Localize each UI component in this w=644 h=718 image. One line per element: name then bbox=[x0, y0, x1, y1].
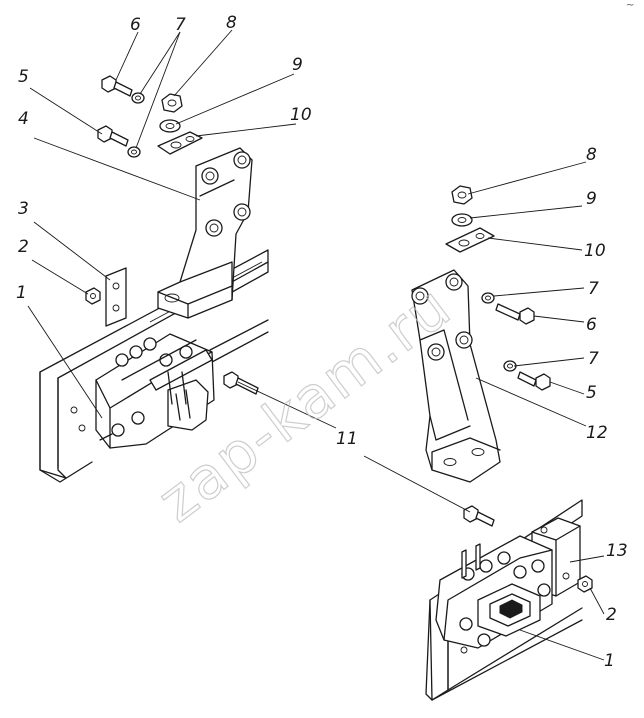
bolt-6-right bbox=[495, 303, 535, 325]
bolt-5-right bbox=[517, 371, 551, 391]
callout-10-left: 10 bbox=[290, 105, 312, 125]
nut-8-right bbox=[451, 185, 473, 205]
callout-9-right: 9 bbox=[586, 189, 597, 209]
nut-8-left bbox=[161, 93, 183, 113]
callout-6-left: 6 bbox=[130, 15, 141, 35]
callout-9-left: 9 bbox=[292, 55, 303, 75]
washer-7-left-bottom bbox=[127, 146, 141, 158]
callout-7-right-top: 7 bbox=[588, 279, 599, 299]
washer-7-right-top bbox=[481, 292, 495, 304]
leader-lines bbox=[27, 29, 605, 661]
unit-1-left bbox=[95, 333, 215, 449]
callout-6-right: 6 bbox=[586, 315, 597, 335]
washer-7-left-top bbox=[131, 92, 145, 104]
callout-4-left: 4 bbox=[18, 109, 29, 129]
callout-labels: 6 7 8 5 9 4 10 3 2 1 11 8 9 10 7 6 7 5 1… bbox=[16, 13, 628, 671]
callout-7-right-bottom: 7 bbox=[588, 349, 599, 369]
callout-2-right: 2 bbox=[606, 605, 617, 625]
callout-11: 11 bbox=[336, 429, 358, 449]
nut-2-right bbox=[577, 575, 593, 593]
nut-2-left bbox=[85, 287, 101, 305]
plate-10-left bbox=[157, 131, 203, 155]
washer-9-left bbox=[159, 119, 181, 133]
callout-3-left: 3 bbox=[18, 199, 29, 219]
bolt-11-right bbox=[463, 505, 495, 527]
corner-mark: ~ bbox=[626, 0, 634, 11]
callout-8-right: 8 bbox=[586, 145, 597, 165]
bracket-12 bbox=[411, 269, 501, 483]
callout-5-left: 5 bbox=[18, 67, 29, 87]
callout-12: 12 bbox=[586, 423, 608, 443]
left-assembly bbox=[39, 75, 269, 483]
right-upper-assembly bbox=[411, 185, 551, 483]
callout-8-left: 8 bbox=[226, 13, 237, 33]
callout-1-left: 1 bbox=[16, 283, 27, 303]
plate-3 bbox=[105, 267, 127, 327]
callout-10-right: 10 bbox=[584, 241, 606, 261]
callout-13: 13 bbox=[606, 541, 628, 561]
bolt-6-left bbox=[101, 75, 133, 97]
bolt-5-left bbox=[97, 125, 129, 147]
bracket-4 bbox=[157, 147, 253, 319]
right-lower-assembly bbox=[425, 499, 593, 701]
callout-2-left: 2 bbox=[18, 237, 29, 257]
plate-10-right bbox=[445, 227, 495, 253]
washer-9-right bbox=[451, 213, 473, 227]
callout-5-right: 5 bbox=[586, 383, 597, 403]
callout-1-right: 1 bbox=[604, 651, 615, 671]
unit-1-right bbox=[435, 535, 553, 649]
callout-7-left: 7 bbox=[175, 15, 186, 35]
